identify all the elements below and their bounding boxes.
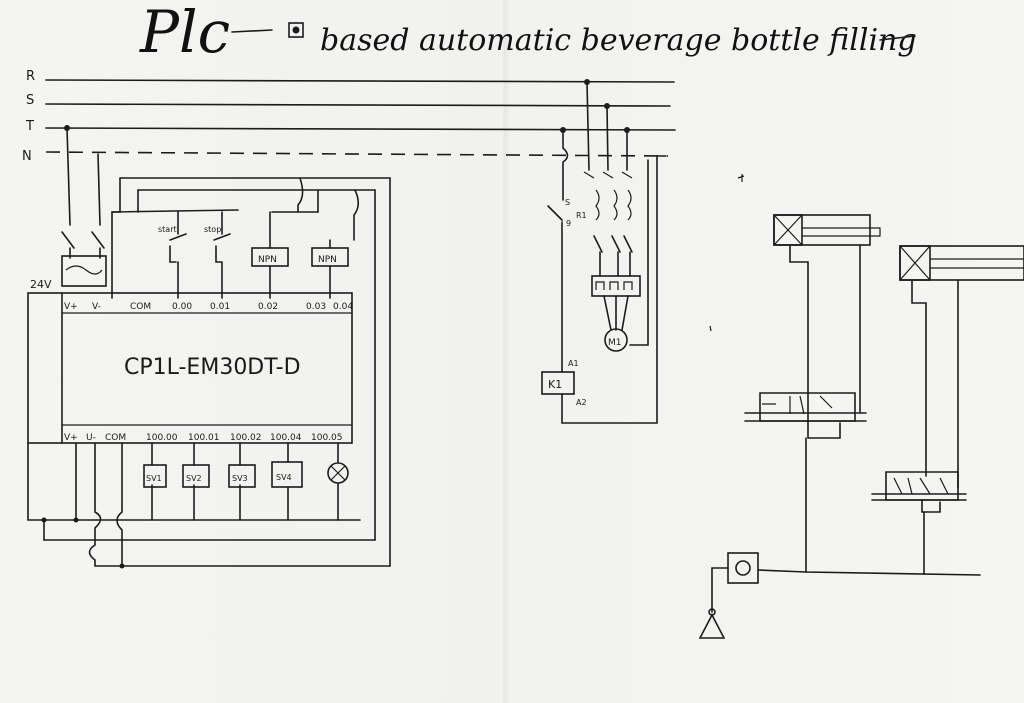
bottom-terminal-label: 100.00 (146, 433, 178, 443)
bottom-terminal-label: 100.05 (311, 433, 343, 443)
switch-9-label: 9 (566, 219, 571, 228)
top-terminal-label: 0.00 (172, 302, 192, 312)
a2-label: A2 (576, 398, 587, 407)
npn-label-1: NPN (258, 255, 277, 265)
start-button: start (158, 211, 187, 299)
npn-sensor-2: NPN (311, 239, 349, 299)
top-terminal-label: 0.01 (210, 302, 230, 312)
sv3-label: SV3 (232, 474, 248, 483)
bottom-terminal-label: 100.01 (188, 433, 220, 443)
title-underline (231, 29, 273, 33)
stop-button: stop (204, 211, 231, 299)
motor-circuit: S 9 K1 A1 A2 R1 M1 (541, 79, 667, 424)
contactor-label: K1 (548, 378, 562, 391)
sv1-label: SV1 (146, 474, 162, 483)
plc-supply-wiring: 24V (30, 125, 107, 291)
valve-2 (871, 471, 967, 513)
switch-s-label: S (565, 198, 570, 207)
top-terminal-label: COM (130, 302, 151, 312)
top-terminal-label: 0.03 (306, 302, 326, 312)
bottom-terminal-label: U- (86, 433, 96, 443)
start-label: start (158, 225, 177, 234)
bottom-terminal-label: COM (105, 433, 126, 443)
solenoid-sv3: SV3 (228, 442, 256, 521)
cylinder-2 (899, 245, 1024, 489)
plc-model-label: CP1L-EM30DT-D (124, 355, 301, 380)
bottom-terminal-label: 100.04 (270, 433, 302, 443)
solenoid-sv2: SV2 (182, 442, 210, 521)
top-terminal-label: V+ (64, 302, 78, 312)
bottom-terminal-label: 100.02 (230, 433, 262, 443)
valve-1 (744, 392, 867, 439)
air-supply (698, 437, 981, 639)
npn-sensor-1: NPN (251, 211, 289, 299)
sv4-label: SV4 (276, 473, 292, 482)
title-logo: Plc (139, 0, 230, 66)
title-bullet-icon (288, 22, 304, 38)
plc-top-terminals: V+ V- COM 0.00 0.01 0.02 0.03 0.04 (64, 302, 353, 312)
a1-label: A1 (568, 359, 579, 368)
sv2-label: SV2 (186, 474, 202, 483)
line-label-s: S (26, 93, 34, 108)
line-label-t: T (25, 119, 34, 134)
motor-label: M1 (608, 338, 622, 348)
stray-mark (737, 174, 745, 182)
top-terminal-label: 0.04 (333, 302, 353, 312)
top-terminal-label: 0.02 (258, 302, 278, 312)
solenoid-sv4: SV4 (271, 442, 303, 521)
title-tail (879, 35, 916, 41)
line-t (45, 127, 676, 131)
line-label-r: R (26, 69, 35, 84)
solenoid-sv1: SV1 (143, 442, 167, 521)
line-n (45, 151, 669, 157)
relay-label: R1 (576, 211, 587, 220)
stop-label: stop (204, 225, 221, 234)
top-terminal-label: V- (92, 302, 101, 312)
plc-supply-label: 24V (30, 278, 52, 291)
stray-mark (709, 325, 712, 332)
input-wiring (111, 177, 391, 567)
plc-unit: CP1L-EM30DT-D (27, 292, 353, 444)
line-s (45, 103, 671, 107)
plc-bottom-terminals: V+ U- COM 100.00 100.01 100.02 100.04 10… (64, 433, 343, 443)
output-wiring (27, 442, 391, 569)
title-text: based automatic beverage bottle filling (320, 23, 917, 58)
npn-label-2: NPN (318, 255, 337, 265)
line-r (45, 79, 675, 83)
line-label-n: N (22, 149, 32, 164)
indicator-lamp-icon (327, 442, 349, 521)
bottom-terminal-label: V+ (64, 433, 78, 443)
cylinder-1 (773, 214, 881, 421)
